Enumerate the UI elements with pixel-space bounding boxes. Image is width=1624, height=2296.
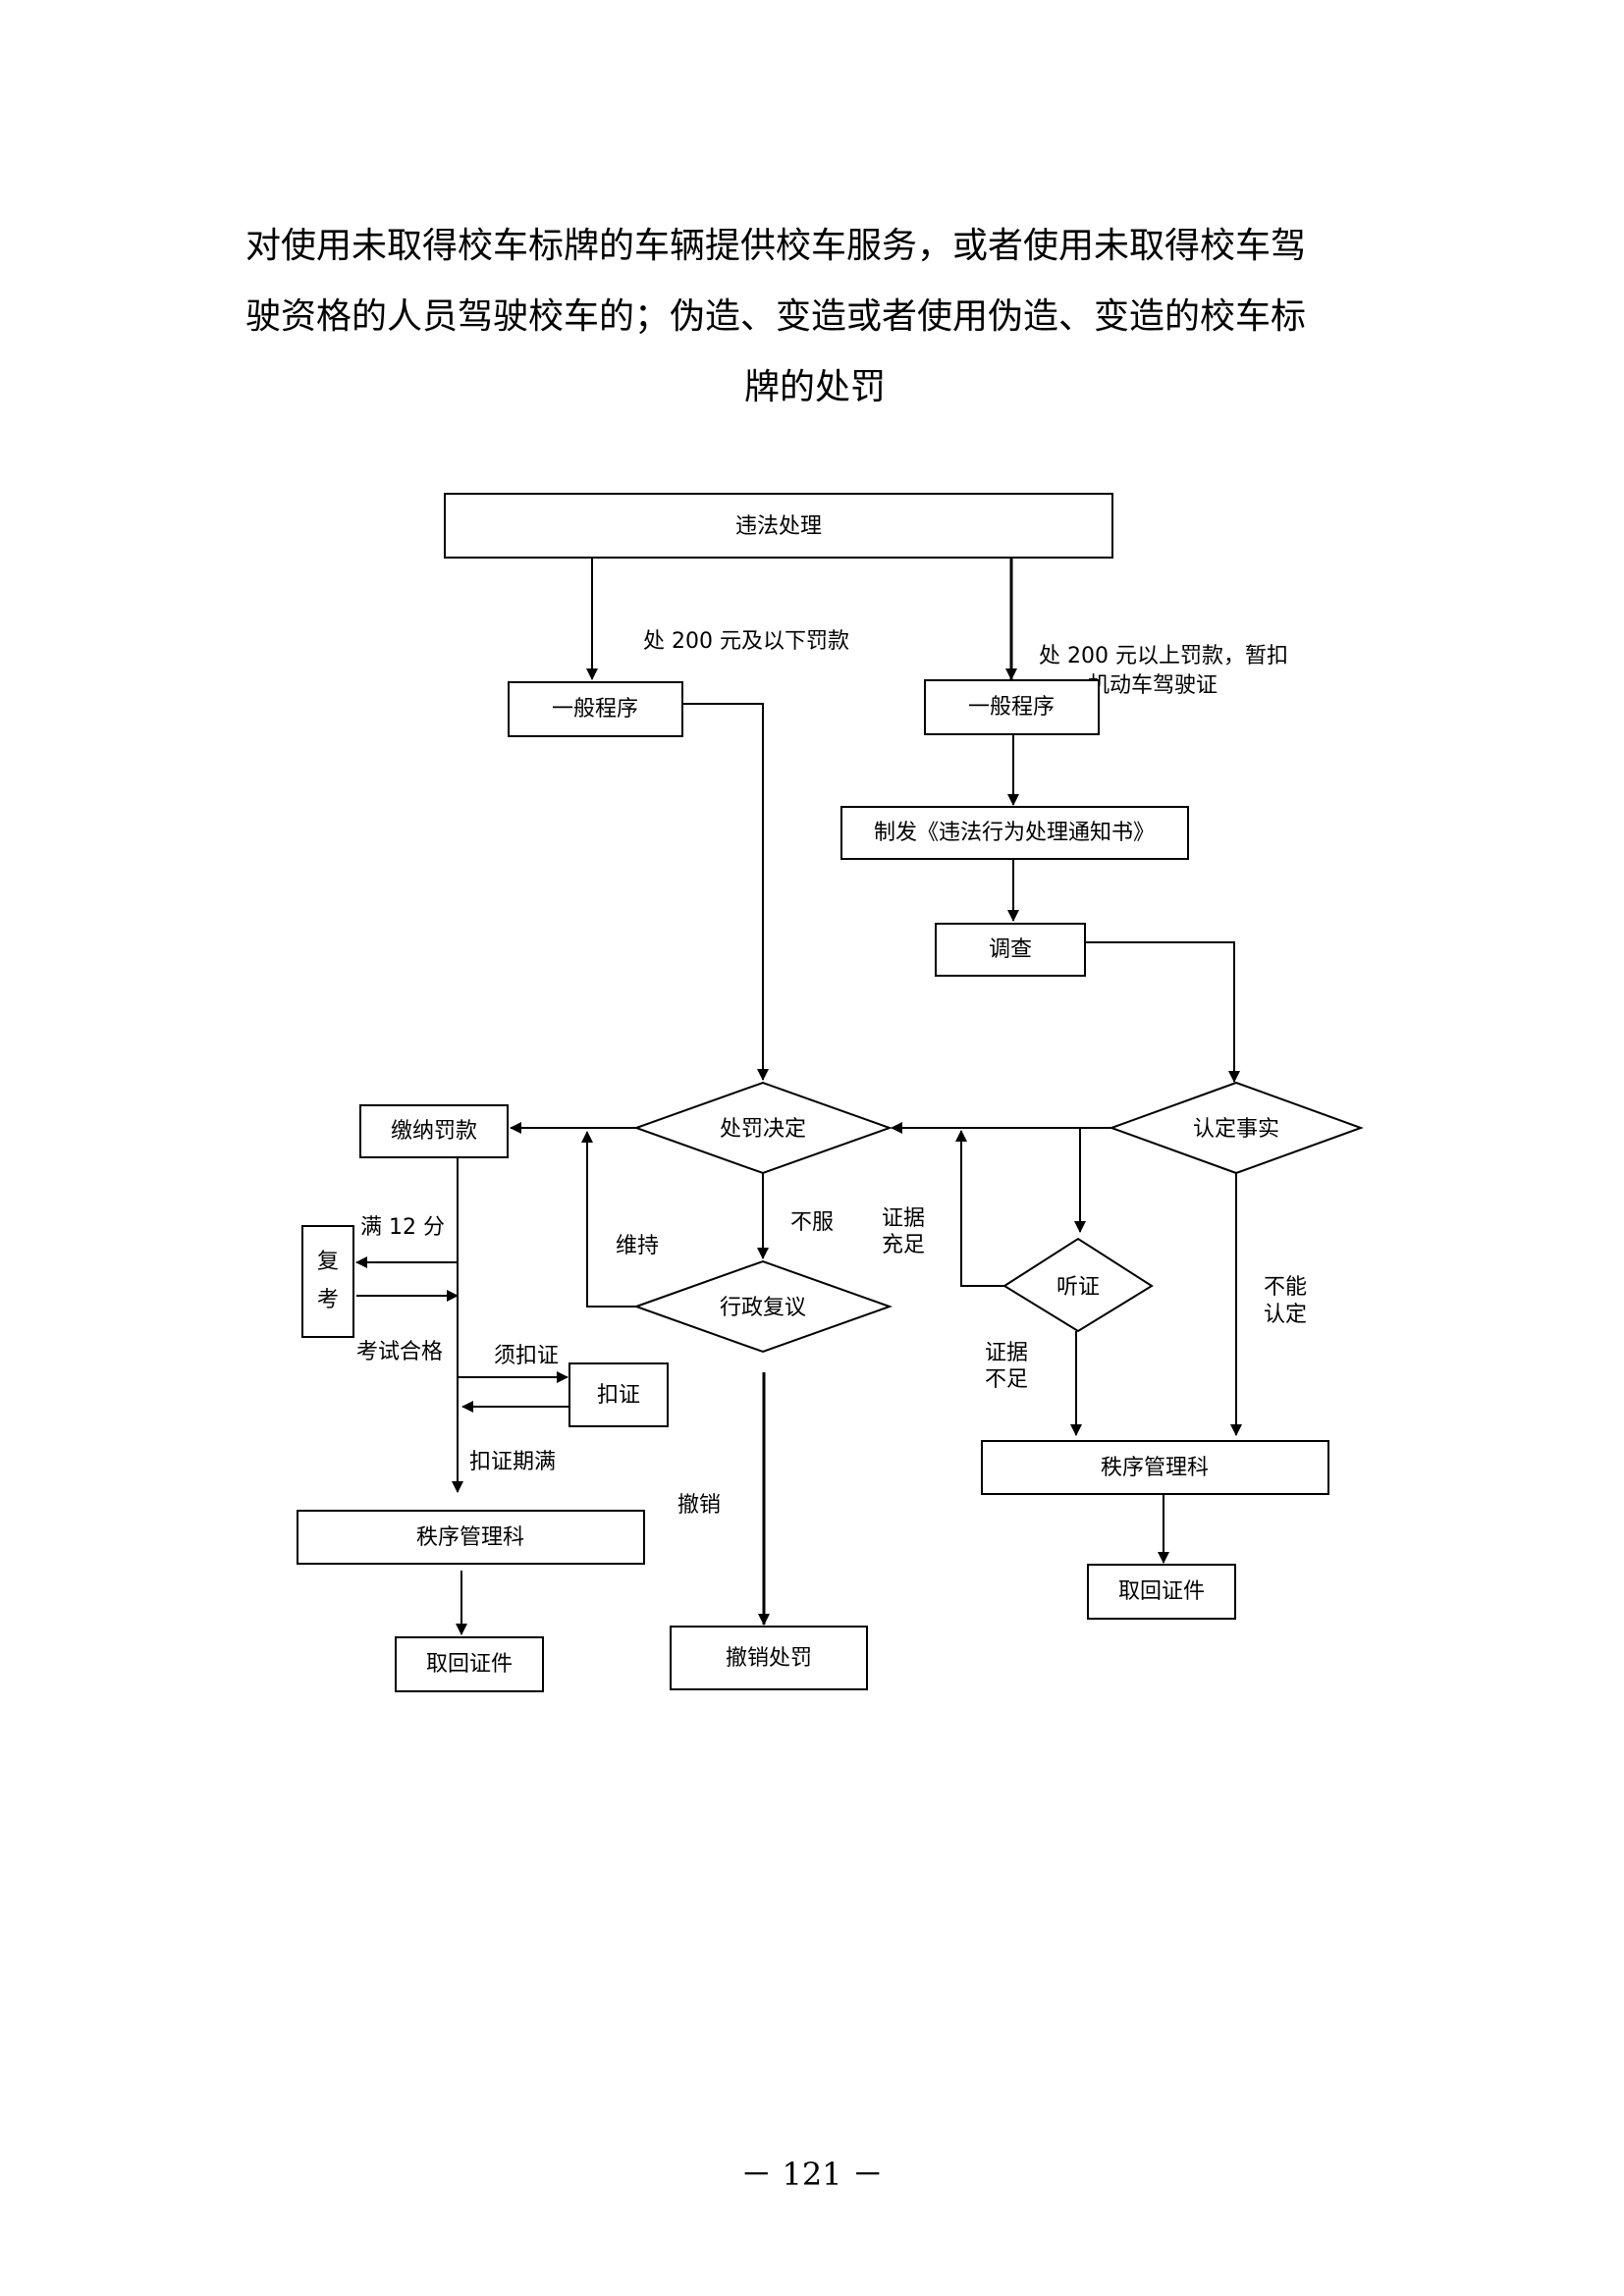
node-order-right-label: 秩序管理科 (1101, 1456, 1209, 1480)
label-cannot-1: 不能 (1264, 1275, 1307, 1300)
node-revoke: 撤销处罚 (670, 1626, 868, 1690)
node-order-left-label: 秩序管理科 (416, 1525, 524, 1550)
label-full12: 满 12 分 (360, 1215, 445, 1240)
node-pay-fine: 缴纳罚款 (359, 1104, 509, 1158)
page-number: － 121 － (740, 2156, 884, 2193)
node-start: 违法处理 (444, 493, 1113, 559)
node-confirm-label: 认定事实 (1193, 1117, 1279, 1142)
node-general-left-label: 一般程序 (552, 697, 638, 721)
label-fine-high-1: 处 200 元以上罚款，暂扣 (1039, 644, 1288, 668)
label-maintain: 维持 (616, 1234, 659, 1258)
node-order-left: 秩序管理科 (297, 1510, 645, 1565)
node-decision-label: 处罚决定 (720, 1117, 806, 1142)
label-must-seize: 须扣证 (494, 1344, 559, 1368)
label-fine-low: 处 200 元及以下罚款 (643, 629, 849, 654)
label-evidence-ok-1: 证据 (882, 1206, 925, 1231)
node-notice-label: 制发《违法行为处理通知书》 (874, 821, 1155, 845)
node-general-right-label: 一般程序 (968, 695, 1055, 720)
label-fine-high-2: 机动车驾驶证 (1088, 673, 1218, 698)
node-seize: 扣证 (568, 1362, 669, 1427)
node-revoke-label: 撤销处罚 (726, 1646, 812, 1671)
node-order-right: 秩序管理科 (981, 1440, 1329, 1495)
node-investigate-label: 调查 (989, 937, 1032, 962)
label-evidence-ok-2: 充足 (882, 1233, 925, 1257)
node-reexam-char-1: 复 (317, 1250, 339, 1274)
node-hearing-label: 听证 (1056, 1275, 1100, 1300)
node-hearing: 听证 (1002, 1237, 1154, 1333)
node-reexam: 复 考 (301, 1225, 354, 1338)
node-retrieve-right: 取回证件 (1087, 1564, 1236, 1620)
node-reexam-char-2: 考 (317, 1288, 339, 1312)
label-seize-expire: 扣证期满 (469, 1450, 556, 1474)
title-line-2: 驶资格的人员驾驶校车的；伪造、变造或者使用伪造、变造的校车标 (245, 296, 1307, 337)
label-disagree: 不服 (790, 1210, 834, 1235)
edge-general-left-decision (682, 703, 769, 1081)
node-retrieve-right-label: 取回证件 (1118, 1579, 1205, 1604)
edge-review-maintain (581, 1131, 636, 1308)
node-general-left: 一般程序 (508, 681, 683, 737)
document-title: 对使用未取得校车标牌的车辆提供校车服务，或者使用未取得校车驾 驶资格的人员驾驶校… (245, 211, 1384, 427)
node-seize-label: 扣证 (597, 1383, 640, 1408)
label-cannot-2: 认定 (1264, 1303, 1307, 1327)
edge-investigate-confirm (1085, 941, 1240, 1083)
title-line-3: 牌的处罚 (743, 367, 886, 407)
node-investigate: 调查 (935, 923, 1086, 977)
label-revoke: 撤销 (677, 1493, 721, 1518)
node-start-label: 违法处理 (735, 514, 822, 539)
label-exam-pass: 考试合格 (356, 1340, 443, 1364)
label-evidence-lack-2: 不足 (985, 1367, 1028, 1392)
title-line-1: 对使用未取得校车标牌的车辆提供校车服务，或者使用未取得校车驾 (245, 226, 1307, 266)
node-retrieve-left: 取回证件 (395, 1636, 544, 1692)
node-notice: 制发《违法行为处理通知书》 (840, 806, 1189, 860)
edge-hearing-sufficient (955, 1130, 1004, 1287)
node-confirm: 认定事实 (1109, 1081, 1364, 1175)
node-decision: 处罚决定 (633, 1081, 893, 1175)
node-review: 行政复议 (633, 1259, 893, 1354)
node-review-label: 行政复议 (720, 1296, 806, 1320)
node-pay-fine-label: 缴纳罚款 (391, 1119, 477, 1144)
node-general-right: 一般程序 (924, 679, 1100, 735)
label-evidence-lack-1: 证据 (985, 1341, 1028, 1365)
node-retrieve-left-label: 取回证件 (426, 1652, 513, 1677)
